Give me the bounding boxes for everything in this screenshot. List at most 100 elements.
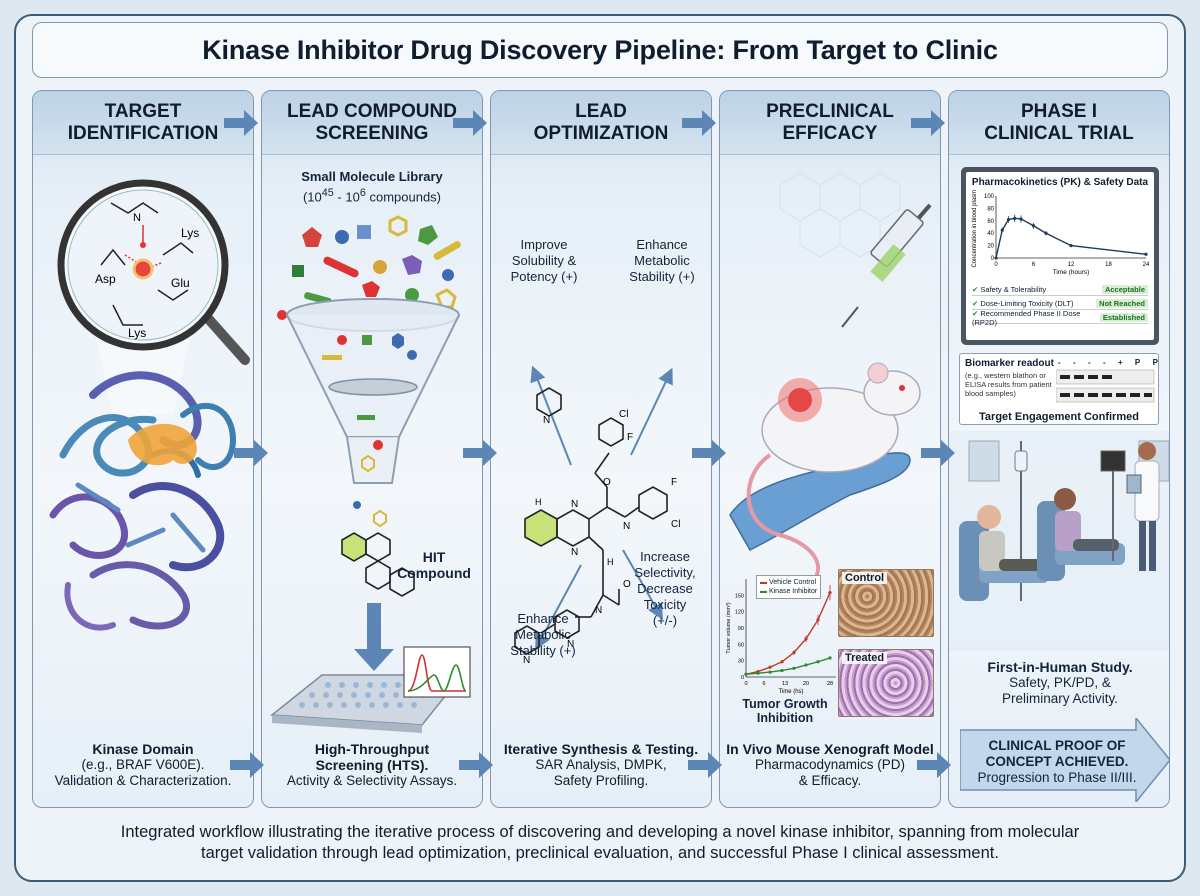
stage-caption: Iterative Synthesis & Testing. SAR Analy… bbox=[497, 741, 705, 789]
binding-pocket-icon bbox=[128, 423, 197, 466]
chart-label-1: Tumor Growth bbox=[742, 697, 828, 711]
data-point bbox=[804, 663, 808, 667]
arrow-top-4 bbox=[911, 110, 945, 136]
atom-n-6: N bbox=[567, 639, 574, 650]
y-tick-label: 150 bbox=[735, 593, 744, 599]
caption-line-1: Pharmacodynamics (PD) bbox=[754, 757, 906, 772]
syringe-icon bbox=[841, 203, 932, 328]
stage-lead-compound-screening: LEAD COMPOUND SCREENING Small Molecule L… bbox=[261, 90, 483, 808]
stage-lead-optimization: LEAD OPTIMIZATION bbox=[490, 90, 712, 808]
series-line-0 bbox=[745, 592, 831, 675]
y-tick-label: 80 bbox=[987, 206, 994, 212]
arrow-bottom-2 bbox=[459, 752, 493, 778]
tumor-chart-caption: Tumor Growth Inhibition bbox=[724, 697, 846, 725]
stage-preclinical-efficacy: PRECLINICAL EFFICACY 0 bbox=[719, 90, 941, 808]
data-point bbox=[768, 670, 772, 674]
y-axis-label: Concentration in blood plasma bbox=[972, 190, 978, 268]
biomarker-title: Biomarker readout bbox=[965, 358, 1054, 369]
x-tick-label: 6 bbox=[1032, 262, 1036, 268]
stage-caption: High-Throughput Screening (HTS). Activit… bbox=[268, 741, 476, 789]
atom-h-1: H bbox=[535, 497, 542, 507]
library-subtitle: (1045 - 106 compounds) bbox=[302, 187, 442, 205]
clinical-proof-banner bbox=[960, 718, 1170, 802]
x-tick-label: 12 bbox=[1068, 262, 1075, 268]
data-point bbox=[792, 666, 796, 670]
data-point bbox=[780, 668, 784, 673]
stage-caption: Kinase Domain (e.g., BRAF V600E). Valida… bbox=[39, 741, 247, 789]
atom-f-1: F bbox=[627, 432, 633, 443]
atom-n-5: N bbox=[595, 605, 602, 616]
histology-treated-label: Treated bbox=[842, 652, 888, 664]
y-tick-label: 60 bbox=[987, 219, 994, 225]
atom-n-1: N bbox=[571, 499, 578, 510]
arrow-mid-4 bbox=[921, 440, 955, 466]
x-tick-label: 28 bbox=[827, 681, 833, 687]
study-summary: First-in-Human Study. Safety, PK/PD, & P… bbox=[953, 659, 1167, 707]
target-engagement: Target Engagement Confirmed bbox=[979, 411, 1139, 423]
data-point bbox=[828, 591, 832, 595]
opt-bottom-left: Enhance Metabolic Stability (+) bbox=[510, 611, 576, 658]
caption-bold-1: High-Throughput bbox=[314, 741, 430, 757]
data-point bbox=[1044, 231, 1048, 235]
biomarker-subtitle: (e.g., western blathon or ELISA results … bbox=[965, 371, 1052, 398]
opt-top-right: Enhance Metabolic Stability (+) bbox=[629, 237, 695, 284]
opt-top-left: Improve Solubility & Potency (+) bbox=[510, 237, 578, 284]
data-point bbox=[1006, 217, 1011, 222]
stage-phase-1-clinical-trial: PHASE I CLINICAL TRIAL Pharmacokinetics … bbox=[948, 90, 1170, 808]
data-point bbox=[1031, 224, 1036, 228]
arrow-top-2 bbox=[453, 110, 487, 136]
footer-line-1: Integrated workflow illustrating the ite… bbox=[120, 823, 1080, 841]
caption-line-1: (e.g., BRAF V600E). bbox=[81, 757, 205, 772]
x-tick-label: 13 bbox=[782, 681, 788, 687]
x-tick-label: 0 bbox=[994, 262, 998, 268]
arrow-top-3 bbox=[682, 110, 716, 136]
gloved-hand-icon bbox=[729, 452, 911, 551]
data-point bbox=[756, 671, 760, 675]
data-point bbox=[780, 660, 784, 664]
stage-target-identification: TARGET IDENTIFICATION bbox=[32, 90, 254, 808]
legend-inhibitor: ▬ Kinase Inhibitor bbox=[760, 588, 818, 595]
title-box: Kinase Inhibitor Drug Discovery Pipeline… bbox=[32, 22, 1168, 78]
data-point bbox=[744, 672, 748, 676]
opt-bottom-right: Increase Selectivity, Decrease Toxicity … bbox=[634, 549, 696, 628]
caption-line-1: SAR Analysis, DMPK, bbox=[535, 757, 667, 772]
chart-label-2: Inhibition bbox=[756, 711, 814, 725]
biomarker-card: Biomarker readout (e.g., western blathon… bbox=[959, 353, 1159, 425]
stage-caption: In Vivo Mouse Xenograft Model Pharmacody… bbox=[726, 741, 934, 789]
arrow-mid-3 bbox=[692, 440, 726, 466]
footer-caption: Integrated workflow illustrating the ite… bbox=[40, 822, 1160, 864]
pk-row-safety: ✔ Safety & Tolerability Acceptable bbox=[972, 284, 1148, 296]
banner-bold-1: CLINICAL PROOF OF bbox=[988, 738, 1126, 753]
screening-illustration bbox=[270, 215, 471, 733]
data-point bbox=[994, 256, 998, 260]
x-tick-label: 6 bbox=[762, 681, 765, 687]
patient-chair-icon bbox=[959, 505, 1049, 601]
data-point bbox=[1069, 244, 1073, 248]
hit-label-2: Compound bbox=[397, 565, 471, 581]
page-title: Kinase Inhibitor Drug Discovery Pipeline… bbox=[202, 34, 998, 65]
residue-asp: Asp bbox=[95, 272, 116, 286]
banner-line: Progression to Phase II/III. bbox=[977, 770, 1137, 785]
caption-line: Activity & Selectivity Assays. bbox=[286, 773, 458, 788]
residue-lys-top: Lys bbox=[181, 226, 199, 240]
library-title: Small Molecule Library bbox=[301, 169, 443, 184]
x-tick-label: 18 bbox=[1105, 262, 1112, 268]
molecule-optimization-illustration: N N O N N Cl F F Cl H H O N N N bbox=[514, 365, 680, 666]
data-point bbox=[1013, 216, 1017, 220]
clinical-banner-text: CLINICAL PROOF OF CONCEPT ACHIEVED. Prog… bbox=[962, 738, 1152, 786]
data-point bbox=[768, 665, 772, 669]
funnel-icon bbox=[286, 298, 460, 484]
atom-n-7: N bbox=[523, 655, 530, 666]
arrow-top-1 bbox=[224, 110, 258, 136]
pk-title: Pharmacokinetics (PK) & Safety Data bbox=[971, 177, 1149, 188]
hit-compound-icon bbox=[341, 532, 415, 597]
down-arrow-icon bbox=[354, 649, 394, 671]
atom-f-2: F bbox=[671, 477, 677, 488]
y-tick-label: 100 bbox=[984, 194, 995, 200]
footer-line-2: target validation through lead optimizat… bbox=[201, 844, 999, 862]
study-line-2: Preliminary Activity. bbox=[1001, 691, 1119, 706]
y-tick-label: 40 bbox=[987, 231, 994, 237]
y-axis-label: Tumor volume (mm³) bbox=[726, 602, 732, 653]
